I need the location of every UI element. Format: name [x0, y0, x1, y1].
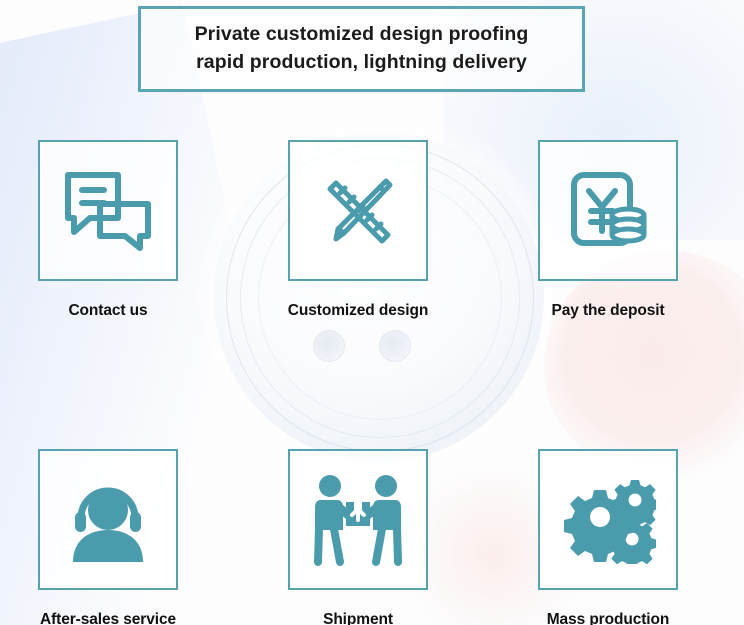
step-label: Mass production [546, 611, 670, 625]
step-icon-frame [538, 140, 678, 281]
yuan-coins-icon [571, 171, 647, 246]
step-label: After-sales service [40, 611, 176, 625]
step-label: Customized design [287, 302, 429, 319]
page-title-line-1: Private customized design proofing [194, 23, 529, 46]
step-label: Contact us [68, 302, 148, 319]
step-icon-frame [38, 140, 178, 281]
step-icon-frame [38, 449, 178, 590]
page-title: Private customized design proofing rapid… [195, 21, 529, 76]
step-icon-frame [288, 140, 428, 281]
step-card-pay-deposit[interactable]: Pay the deposit [538, 140, 678, 320]
step-label: Pay the deposit [551, 302, 665, 319]
step-icon-frame [288, 449, 428, 590]
headline-banner: Private customized design proofing rapid… [138, 6, 585, 92]
step-card-after-sales-service[interactable]: After-sales service [38, 449, 178, 625]
page-title-line-2: rapid production, lightning delivery [196, 51, 527, 73]
step-icon-frame [538, 449, 678, 590]
step-card-contact-us[interactable]: Contact us [38, 140, 178, 320]
step-card-shipment[interactable]: Shipment [288, 449, 428, 625]
process-steps-row-1: Contact us [0, 140, 744, 320]
step-card-customized-design[interactable]: Customized design [288, 140, 428, 320]
process-steps-row-2: After-sales service [0, 449, 744, 625]
chat-bubbles-icon [65, 171, 151, 251]
gears-icon [564, 479, 656, 564]
ruler-pencil-icon [327, 178, 393, 243]
step-label: Shipment [323, 611, 393, 625]
process-steps-grid: Contact us [0, 140, 744, 625]
headset-agent-icon [73, 487, 143, 562]
package-handover-icon [314, 474, 402, 566]
step-card-mass-production[interactable]: Mass production [538, 449, 678, 625]
